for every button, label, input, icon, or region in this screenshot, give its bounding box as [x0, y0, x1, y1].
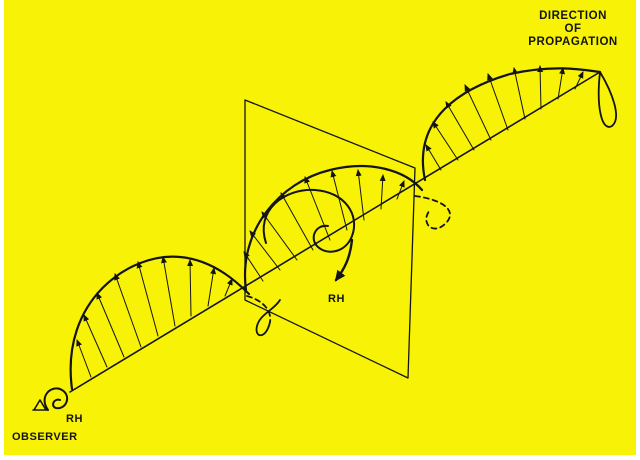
helix-end-loop — [599, 72, 616, 127]
field-vector-arrows-3 — [426, 66, 583, 170]
direction-line-2: OF — [523, 23, 623, 36]
propagation-axis — [70, 72, 600, 392]
direction-line-1: DIRECTION — [523, 10, 623, 23]
field-vector-arrows-1 — [77, 257, 232, 377]
observer-rotation-spiral — [45, 388, 68, 410]
observer-label: OBSERVER — [12, 432, 78, 443]
rh-observer-label: RH — [66, 414, 83, 425]
direction-line-3: PROPAGATION — [523, 36, 623, 49]
helix-small-loop-1 — [257, 300, 280, 335]
rh-center-label: RH — [328, 294, 345, 305]
direction-of-propagation-label: DIRECTION OF PROPAGATION — [523, 10, 623, 49]
helix-lobe-2 — [245, 166, 422, 290]
helix-small-loop-2 — [415, 196, 450, 229]
helix-lobe-1 — [71, 257, 249, 389]
helix-dashed-segment — [247, 296, 270, 322]
